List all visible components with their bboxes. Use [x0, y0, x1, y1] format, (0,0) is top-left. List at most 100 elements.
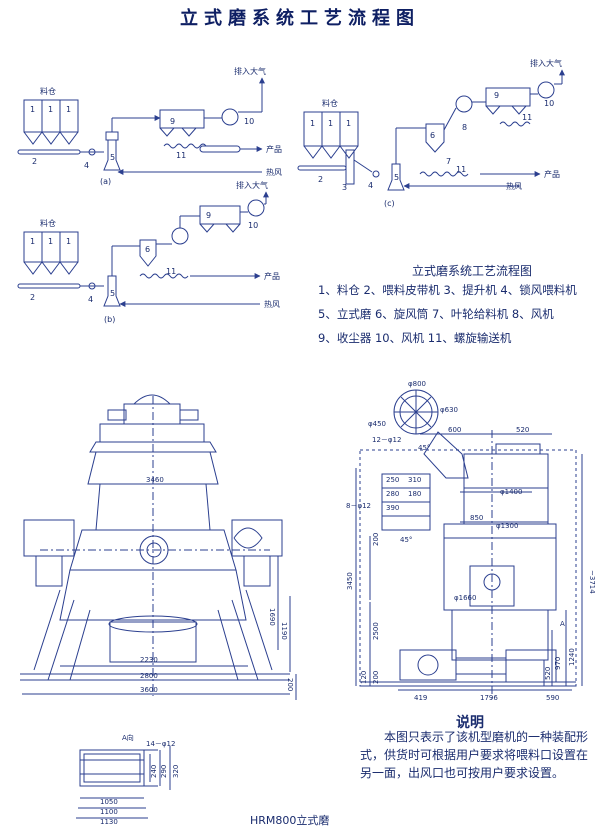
- dim-1190: 1190: [280, 622, 288, 640]
- num-c-5: 5: [394, 173, 399, 182]
- dim-phi450: φ450: [368, 420, 386, 428]
- dim-250: 250: [386, 476, 399, 484]
- flow-diagrams: 料仓 料仓 料仓 排入大气 排入大气 排入大气 产品 产品 产品 热风 热风 热…: [17, 58, 565, 324]
- dim-200: 200: [286, 678, 294, 691]
- dim-2230: 2230: [140, 656, 158, 664]
- hot-air-label-c: 热风: [506, 181, 522, 191]
- num-c-2: 2: [318, 175, 323, 184]
- hot-air-label-a: 热风: [266, 167, 282, 177]
- num-c-1c: 1: [346, 119, 351, 128]
- dim-200-bottom: 200: [372, 671, 380, 684]
- num-c-9: 9: [494, 91, 499, 100]
- dim-600: 600: [448, 426, 461, 434]
- dim-12-phi12: 12－φ12: [372, 436, 401, 444]
- legend-line-3: 9、收尘器 10、风机 11、螺旋输送机: [318, 331, 512, 345]
- dim-3600: 3600: [140, 686, 158, 694]
- a-view-drawing: A向 14－φ12 240 290 320 1050 1100 1130: [76, 733, 180, 826]
- num-b-10: 10: [248, 221, 258, 230]
- legend-title: 立式磨系统工艺流程图: [411, 264, 532, 278]
- legend-line-2: 5、立式磨 6、旋风筒 7、叶轮给料机 8、风机: [318, 307, 554, 321]
- dim-280: 280: [386, 490, 399, 498]
- exhaust-label-a: 排入大气: [234, 66, 266, 76]
- num-c-6: 6: [430, 131, 435, 140]
- dim-200-left: 200: [372, 533, 380, 546]
- dim-1690: 1690: [268, 608, 276, 626]
- note-title: 说明: [456, 715, 484, 731]
- num-b-1c: 1: [66, 237, 71, 246]
- hot-air-label-b: 热风: [264, 299, 280, 309]
- num-b-2: 2: [30, 293, 35, 302]
- dim-2800: 2800: [140, 672, 158, 680]
- a-view-240: 240: [150, 765, 158, 778]
- angle-45-top: 45°: [418, 444, 430, 452]
- a-view-holes: 14－φ12: [146, 740, 175, 748]
- silo-label-a: 料仓: [40, 86, 56, 96]
- dim-520: 520: [516, 426, 529, 434]
- front-view-drawing: 3460 2230 2800 3600 1690 1190 200: [20, 394, 297, 700]
- num-a-5: 5: [110, 153, 115, 162]
- num-a-1a: 1: [30, 105, 35, 114]
- product-label-c: 产品: [544, 169, 560, 179]
- product-label-a: 产品: [266, 144, 282, 154]
- num-a-10: 10: [244, 117, 254, 126]
- dim-phi1400: φ1400: [500, 488, 522, 496]
- num-c-11a: 11: [522, 113, 532, 122]
- num-a-1c: 1: [66, 105, 71, 114]
- a-view-1130: 1130: [100, 818, 118, 826]
- dim-3450: 3450: [346, 572, 354, 590]
- num-b-11: 11: [166, 267, 176, 276]
- a-view-1100: 1100: [100, 808, 118, 816]
- dim-1240: 1240: [568, 648, 576, 666]
- num-b-9: 9: [206, 211, 211, 220]
- exhaust-label-b: 排入大气: [236, 180, 268, 190]
- num-c-7: 7: [446, 157, 451, 166]
- dim-2500: 2500: [372, 622, 380, 640]
- num-c-3: 3: [342, 183, 347, 192]
- dim-180: 180: [408, 490, 421, 498]
- dim-phi630: φ630: [440, 406, 458, 414]
- a-view-290: 290: [160, 765, 168, 778]
- angle-45-mid: 45°: [400, 536, 412, 544]
- sub-label-b: (b): [104, 315, 115, 324]
- product-label-b: 产品: [264, 271, 280, 281]
- dim-1796: 1796: [480, 694, 498, 702]
- dim-phi800: φ800: [408, 380, 426, 388]
- dim-850: 850: [470, 514, 483, 522]
- a-view-320: 320: [172, 765, 180, 778]
- num-c-1b: 1: [328, 119, 333, 128]
- dim-phi1660: φ1660: [454, 594, 476, 602]
- note-body: 本图只表示了该机型磨机的一种装配形式，供货时可根据用户要求将喂料口设置在另一面，…: [360, 730, 589, 780]
- num-c-4: 4: [368, 181, 373, 190]
- num-c-11b: 11: [456, 165, 466, 174]
- silo-label-c: 料仓: [322, 98, 338, 108]
- num-b-4: 4: [88, 295, 93, 304]
- dim-970: 970: [554, 657, 562, 670]
- num-a-9: 9: [170, 117, 175, 126]
- dim-3714: ~3714: [588, 570, 596, 594]
- dim-8-phi12: 8－φ12: [346, 502, 371, 510]
- num-b-1a: 1: [30, 237, 35, 246]
- num-a-4: 4: [84, 161, 89, 170]
- silo-label-b: 料仓: [40, 218, 56, 228]
- flow-b: [17, 191, 269, 307]
- dim-3460: 3460: [146, 476, 164, 484]
- num-a-2: 2: [32, 157, 37, 166]
- dim-390: 390: [386, 504, 399, 512]
- num-c-10: 10: [544, 99, 554, 108]
- side-view-drawing: φ800 φ630 φ450 600 520 12－φ12 45° φ1400 …: [346, 380, 596, 702]
- legend-line-1: 1、料仓 2、喂料皮带机 3、提升机 4、锁风喂料机: [318, 283, 577, 297]
- dim-phi1300: φ1300: [496, 522, 518, 530]
- flow-c: [297, 69, 565, 191]
- num-b-6: 6: [145, 245, 150, 254]
- dim-a-marker: A: [560, 620, 565, 628]
- num-b-1b: 1: [48, 237, 53, 246]
- sub-label-c: (c): [384, 199, 395, 208]
- num-c-1a: 1: [310, 119, 315, 128]
- num-a-11: 11: [176, 151, 186, 160]
- flow-a: [17, 77, 265, 175]
- page-title: 立式磨系统工艺流程图: [180, 8, 420, 29]
- num-b-5: 5: [110, 289, 115, 298]
- dim-520-right: 520: [544, 667, 552, 680]
- dim-120: 120: [360, 671, 368, 684]
- num-a-1b: 1: [48, 105, 53, 114]
